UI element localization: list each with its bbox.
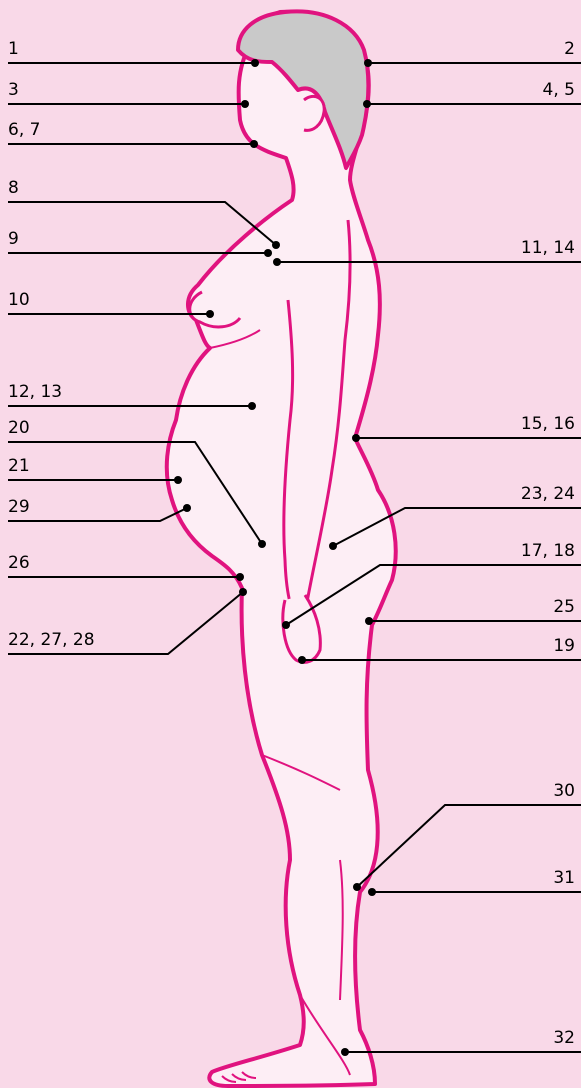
label-22-27-28: 22, 27, 28 — [8, 630, 95, 650]
label-1: 1 — [8, 39, 19, 59]
label-20: 20 — [8, 418, 30, 438]
label-11-14: 11, 14 — [521, 238, 575, 258]
label-10: 10 — [8, 290, 30, 310]
body-outline — [167, 12, 396, 1086]
label-29: 29 — [8, 497, 30, 517]
label-26: 26 — [8, 553, 30, 573]
label-19: 19 — [553, 636, 575, 656]
label-32: 32 — [553, 1028, 575, 1048]
label-9: 9 — [8, 229, 19, 249]
label-21: 21 — [8, 456, 30, 476]
label-6-7: 6, 7 — [8, 120, 40, 140]
label-15-16: 15, 16 — [521, 414, 575, 434]
label-17-18: 17, 18 — [521, 541, 575, 561]
label-31: 31 — [553, 868, 575, 888]
label-25: 25 — [553, 597, 575, 617]
label-3: 3 — [8, 80, 19, 100]
label-8: 8 — [8, 178, 19, 198]
label-4-5: 4, 5 — [543, 80, 575, 100]
label-30: 30 — [553, 781, 575, 801]
label-12-13: 12, 13 — [8, 382, 62, 402]
label-2: 2 — [564, 39, 575, 59]
label-23-24: 23, 24 — [521, 484, 575, 504]
